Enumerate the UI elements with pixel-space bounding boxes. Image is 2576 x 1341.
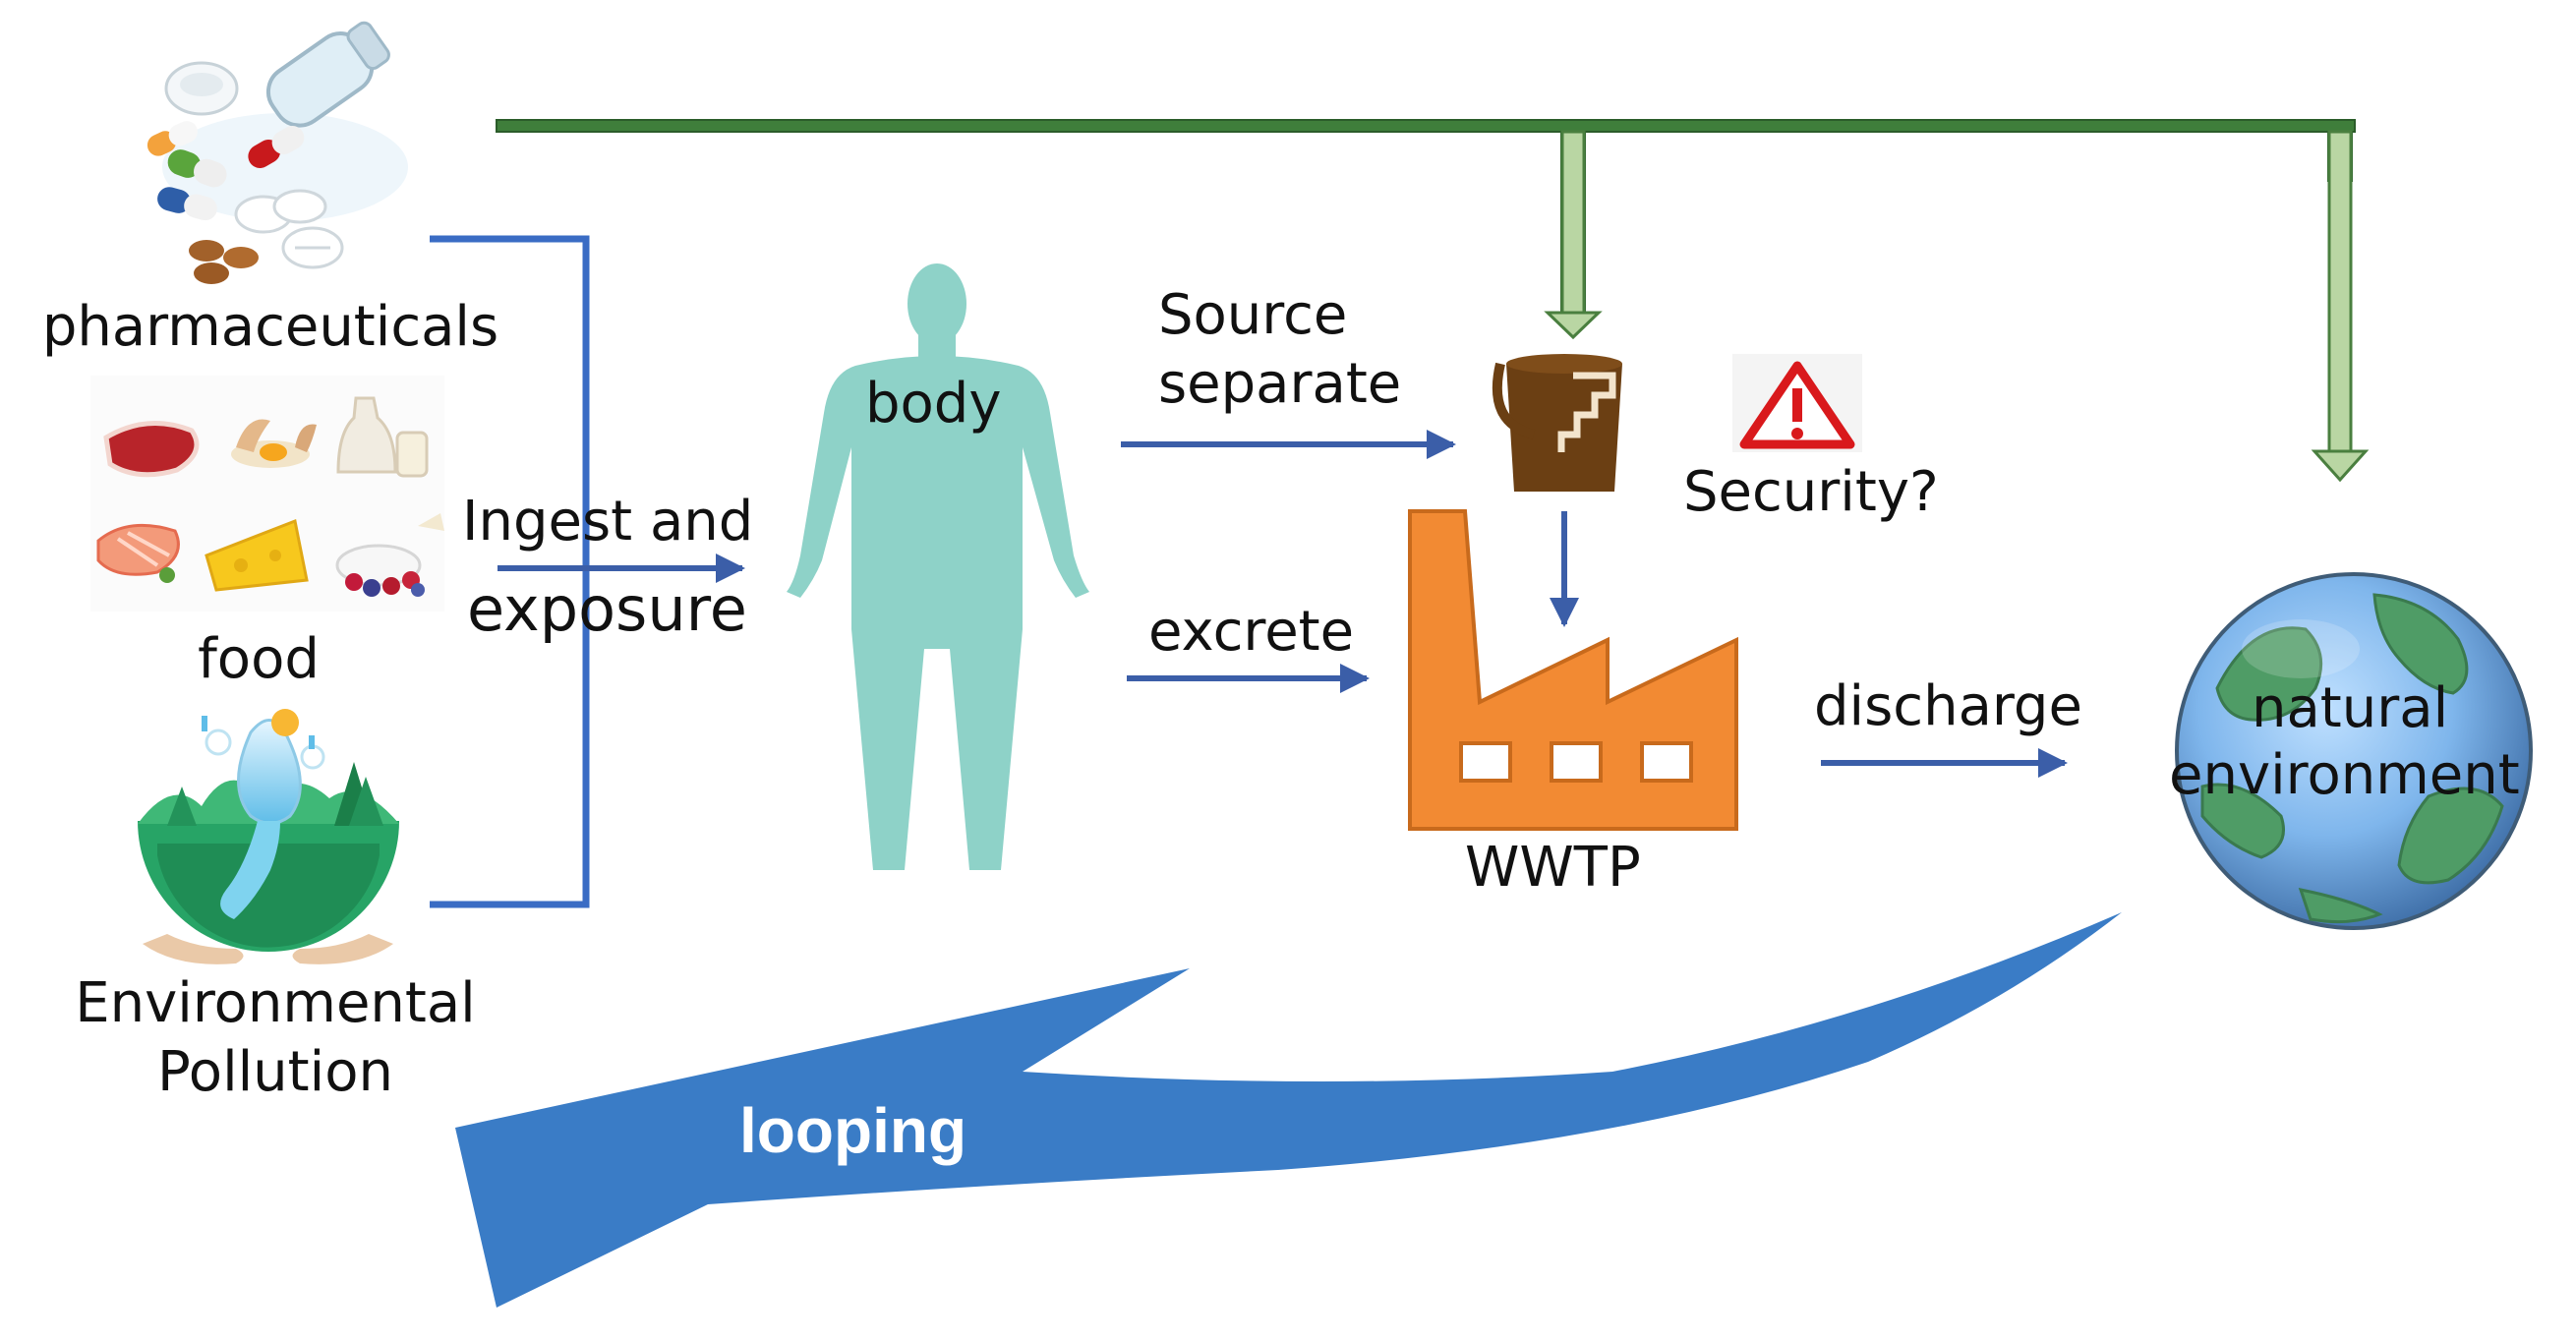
down-arrow-to-bucket	[1544, 130, 1603, 340]
discharge-label: discharge	[1814, 674, 2082, 738]
sources-bracket	[430, 235, 590, 908]
source-label: Source	[1158, 283, 1348, 347]
looping-label: looping	[739, 1095, 967, 1166]
pills-icon	[146, 21, 408, 284]
ingest-label: Ingest and	[462, 490, 754, 554]
top-bar	[496, 119, 2356, 315]
natural-label: natural	[2252, 676, 2449, 740]
human-body-icon	[787, 263, 1089, 870]
security-label: Security?	[1683, 460, 1939, 524]
food-label: food	[198, 627, 320, 691]
exposure-label: exposure	[467, 573, 747, 645]
separate-label: separate	[1158, 352, 1402, 416]
pollution-label: Pollution	[157, 1040, 393, 1104]
environmental-label: Environmental	[75, 971, 476, 1035]
warning-icon	[1732, 354, 1862, 452]
pharmaceuticals-label: pharmaceuticals	[41, 295, 499, 359]
down-arrow-to-environment	[2311, 130, 2370, 483]
body-label: body	[865, 372, 1002, 436]
bucket-icon	[1492, 354, 1622, 492]
excrete-label: excrete	[1148, 600, 1355, 664]
wwtp-factory-icon	[1408, 509, 1738, 831]
wwtp-label: WWTP	[1465, 836, 1641, 900]
ecosystem-icon	[138, 709, 399, 964]
environment-label: environment	[2169, 743, 2520, 807]
globe-icon	[2175, 572, 2533, 930]
looping-arrow	[455, 912, 2122, 1308]
food-icon	[90, 376, 444, 612]
